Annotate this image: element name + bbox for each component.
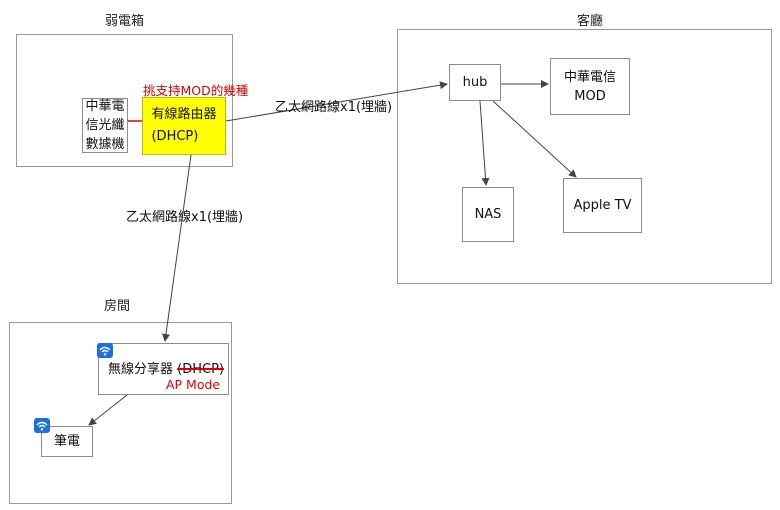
mod-line-1: 中華電信 xyxy=(563,69,616,85)
weak-box-title: 弱電箱 xyxy=(105,14,145,29)
edge-ap-laptop xyxy=(88,394,128,426)
edge-label-router-ap: 乙太網路線x1(埋牆) xyxy=(126,210,244,225)
hub-label: hub xyxy=(462,75,488,90)
wired-router-node: 有線路由器 (DHCP) xyxy=(142,97,226,155)
ap-mode-note: AP Mode xyxy=(166,377,221,392)
wireless-ap-struck-dhcp: (DHCP) xyxy=(177,361,225,377)
apple-tv-label: Apple TV xyxy=(573,198,632,213)
edge-label-router-hub: 乙太網路線x1(埋牆) xyxy=(275,100,393,115)
apple-tv-node: Apple TV xyxy=(563,178,642,233)
router-requirement-note: 挑支持MOD的幾種 xyxy=(143,83,249,98)
wifi-icon xyxy=(34,418,50,433)
wireless-ap-node: 無線分享器 (DHCP) xyxy=(98,343,229,395)
fiber-modem-line-3: 數據機 xyxy=(85,137,125,152)
wifi-icon xyxy=(97,343,113,358)
mod-node: 中華電信 MOD xyxy=(550,58,630,115)
hub-node: hub xyxy=(449,64,501,101)
fiber-modem-line-1: 中華電 xyxy=(85,99,125,114)
nas-label: NAS xyxy=(474,207,502,222)
living-room-title: 客廳 xyxy=(577,14,604,29)
edge-hub-nas xyxy=(479,100,490,186)
fiber-modem-node: 中華電 信光纖 數據機 xyxy=(82,98,128,153)
wireless-ap-label: 無線分享器 xyxy=(108,361,174,377)
room-title: 房間 xyxy=(104,299,131,314)
nas-node: NAS xyxy=(462,187,514,242)
mod-line-2: MOD xyxy=(574,88,606,104)
wired-router-line-2: (DHCP) xyxy=(151,129,199,144)
edge-hub-appletv xyxy=(492,100,577,178)
edge-router-hub xyxy=(225,81,448,122)
laptop-label: 筆電 xyxy=(53,434,80,449)
wired-router-line-1: 有線路由器 xyxy=(151,107,217,122)
edge-router-ap xyxy=(162,154,192,342)
laptop-node: 筆電 xyxy=(41,426,93,457)
fiber-modem-line-2: 信光纖 xyxy=(85,118,125,133)
